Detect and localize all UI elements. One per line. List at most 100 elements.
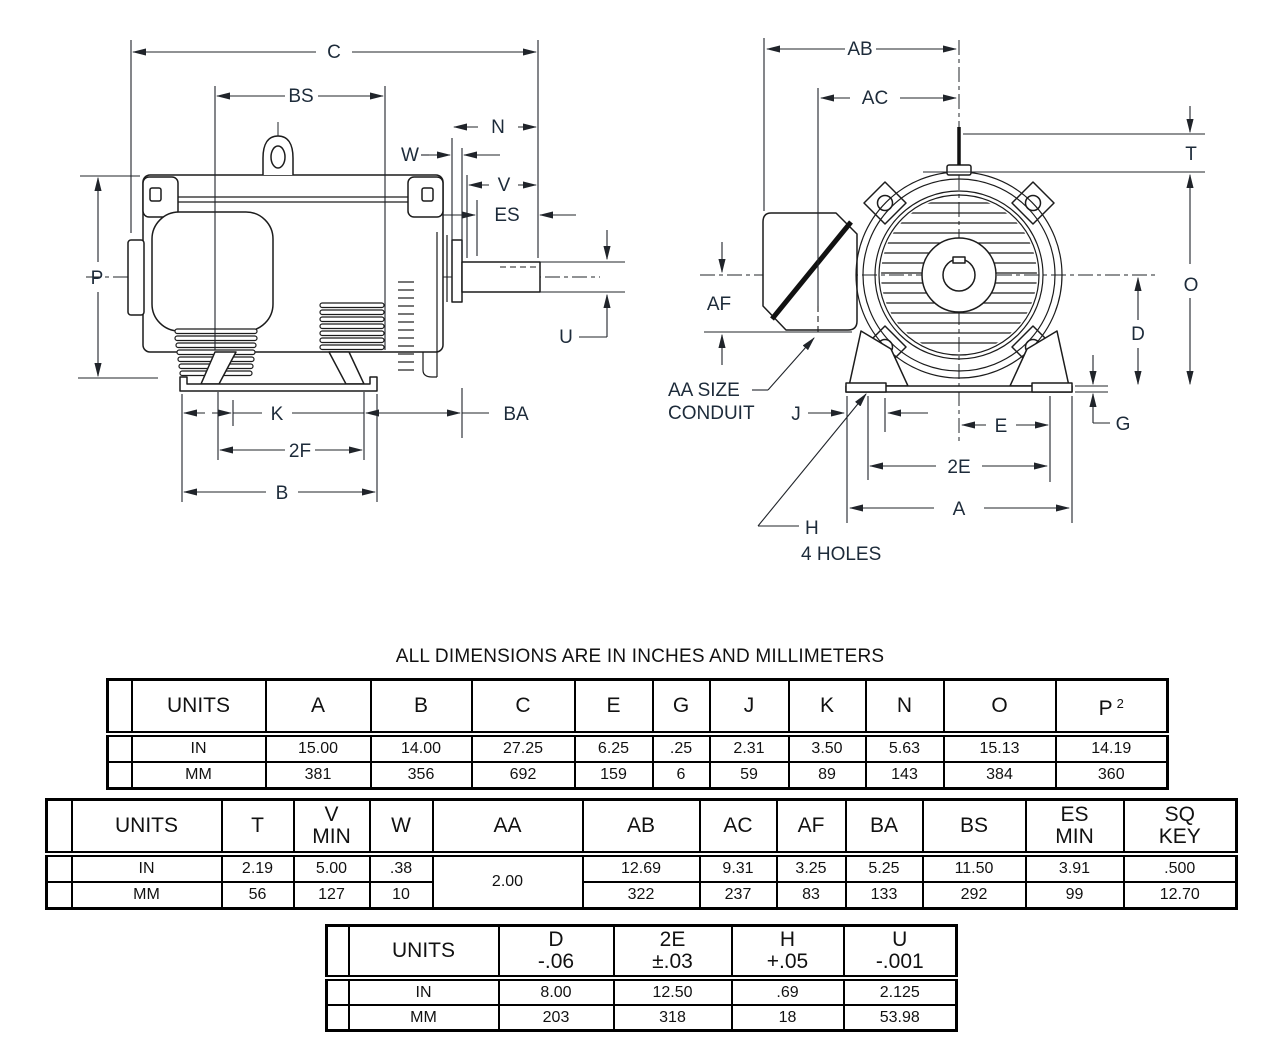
spacer-cell: [325, 1004, 350, 1032]
conduit-note-line1: AA SIZE: [668, 380, 740, 401]
unit-label: MM: [130, 761, 267, 790]
cell: 89: [787, 761, 867, 790]
spacer-cell: [106, 733, 133, 763]
dim-label-af: AF: [707, 294, 731, 315]
col-e: E: [573, 678, 654, 737]
dim-label-u: U: [559, 327, 573, 348]
cell: 127: [292, 881, 371, 910]
cell: 5.00: [292, 853, 371, 883]
mounting-feet-front: [845, 330, 1073, 393]
shaft-shoulder: [451, 239, 463, 303]
cell: 5.63: [864, 733, 945, 763]
table-header-row: UNITS D-.06 2E±.03 H+.05 U-.001: [325, 924, 958, 981]
table-row-inches: IN 2.19 5.00 .38 2.00 12.69 9.31 3.25 5.…: [45, 853, 1238, 910]
cell: 692: [470, 761, 576, 790]
dim-label-w: W: [401, 145, 419, 166]
front-view-dimensions: [704, 38, 1205, 527]
col-j: J: [708, 678, 790, 737]
cell: 203: [497, 1004, 615, 1032]
cell: 143: [864, 761, 945, 790]
dim-label-p: P: [91, 268, 104, 289]
spacer-cell: [325, 924, 350, 981]
col-bs: BS: [921, 798, 1027, 857]
dimension-table-3: UNITS D-.06 2E±.03 H+.05 U-.001 IN 8.00 …: [325, 924, 958, 1032]
col-b: B: [369, 678, 473, 737]
cell: .38: [368, 853, 434, 883]
spacer-cell: [45, 881, 73, 910]
dim-label-o: O: [1184, 275, 1199, 296]
col-d-tol: D-.06: [497, 924, 615, 981]
col-units: UNITS: [70, 798, 223, 857]
cell: 11.50: [921, 853, 1027, 883]
cell: 360: [1054, 761, 1169, 790]
table-row-inches: IN 15.00 14.00 27.25 6.25 .25 2.31 3.50 …: [106, 733, 1169, 763]
dim-label-a: A: [953, 499, 966, 520]
col-af: AF: [775, 798, 847, 857]
cell: 14.19: [1054, 733, 1169, 763]
table-row-millimeters: MM 203 318 18 53.98: [325, 1004, 958, 1032]
conduit-cover-strap: [770, 220, 853, 321]
cell: 53.98: [842, 1004, 958, 1032]
dimension-drawing: C BS N W V ES P U K BA 2F B: [78, 38, 1205, 565]
table-row-millimeters: MM 56 127 10 322 237 83 133 292 99 12.70: [45, 881, 1238, 910]
col-k: K: [787, 678, 867, 737]
col-g: G: [651, 678, 711, 737]
endbell-ribs: [398, 281, 414, 371]
cell: 8.00: [497, 977, 615, 1006]
spacer-cell: [45, 853, 73, 883]
dim-label-b: B: [276, 483, 289, 504]
cell: 59: [708, 761, 790, 790]
spacer-cell: [325, 977, 350, 1006]
unit-label: MM: [347, 1004, 500, 1032]
cell: 318: [612, 1004, 733, 1032]
dim-label-n: N: [491, 117, 505, 138]
cell: 12.70: [1122, 881, 1238, 910]
col-t: T: [220, 798, 295, 857]
side-view-dimensions: [78, 40, 625, 502]
cell: 15.13: [942, 733, 1057, 763]
cell: 27.25: [470, 733, 576, 763]
cell: 5.25: [844, 853, 924, 883]
cell: 3.91: [1024, 853, 1125, 883]
table-row-millimeters: MM 381 356 692 159 6 59 89 143 384 360: [106, 761, 1169, 790]
cell: 15.00: [264, 733, 372, 763]
cell: .25: [651, 733, 711, 763]
cell: 14.00: [369, 733, 473, 763]
shaft-end: [942, 258, 976, 292]
spacer-cell: [45, 798, 73, 857]
dim-label-bs: BS: [288, 86, 313, 107]
col-w: W: [368, 798, 434, 857]
unit-label: IN: [130, 733, 267, 763]
dim-label-h: H: [805, 518, 819, 539]
cell: 9.31: [698, 853, 778, 883]
col-units: UNITS: [130, 678, 267, 737]
dim-label-es: ES: [494, 205, 519, 226]
cell: 99: [1024, 881, 1125, 910]
cell: 10: [368, 881, 434, 910]
conduit-note-line2: CONDUIT: [668, 403, 755, 424]
cell: 159: [573, 761, 654, 790]
cell: 6.25: [573, 733, 654, 763]
cell: 3.50: [787, 733, 867, 763]
unit-label: MM: [70, 881, 223, 910]
dim-label-v: V: [498, 175, 511, 196]
unit-label: IN: [70, 853, 223, 883]
holes-note: 4 HOLES: [801, 544, 881, 565]
spacer-cell: [106, 678, 133, 737]
dim-label-2e: 2E: [947, 457, 970, 478]
cell: 3.25: [775, 853, 847, 883]
cell: 2.31: [708, 733, 790, 763]
footnote-marker: 2: [1116, 695, 1124, 711]
side-view: C BS N W V ES P U K BA 2F B: [78, 40, 625, 504]
cell: 133: [844, 881, 924, 910]
dim-label-j: J: [791, 404, 801, 425]
cell-aa-merged: 2.00: [431, 853, 584, 910]
col-ab: AB: [581, 798, 701, 857]
dim-label-g: G: [1116, 414, 1131, 435]
